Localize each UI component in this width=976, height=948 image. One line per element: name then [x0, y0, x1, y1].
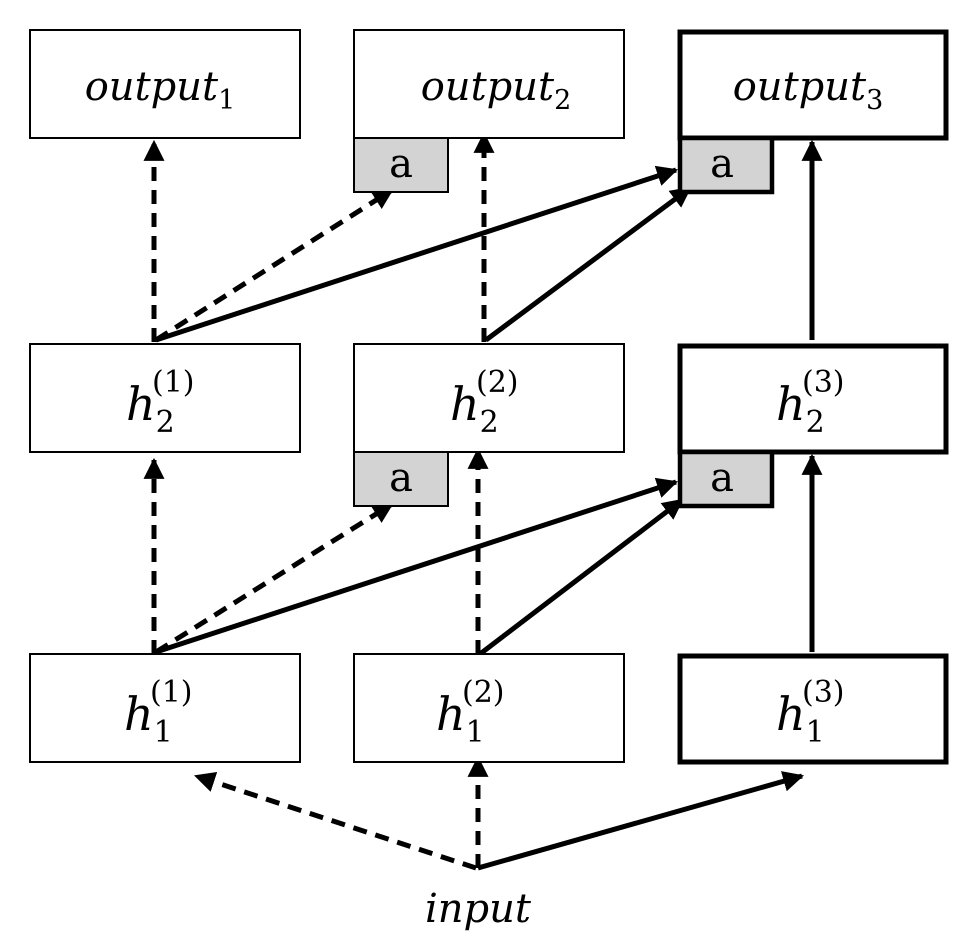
node-h1-3-sup: (3): [802, 675, 845, 710]
node-h2-3-sub: 2: [806, 405, 825, 440]
edge-h1-1-to-adapter-mid-col3: [155, 477, 678, 655]
svg-text:h2(2): h2 (2): [450, 365, 519, 440]
edge-h2-1-to-adapter-top-col2: [154, 187, 394, 343]
adapter-mid-col2: a: [353, 451, 449, 507]
node-output-2: output2: [353, 29, 625, 139]
svg-text:h2(1): h2 (1): [126, 365, 195, 440]
svg-text:output3: output3: [733, 64, 884, 116]
adapter-top-col3: a: [677, 135, 775, 195]
node-output-1-base: output: [85, 64, 219, 110]
node-output-1: output1: [29, 29, 301, 139]
edge-h2-2-to-adapter-top-col3: [484, 185, 692, 343]
node-h2-2-sup: (2): [476, 365, 519, 400]
edge-input-to-h1-3: [477, 771, 805, 871]
adapter-mid-col2-label: a: [389, 455, 413, 501]
node-h2-3-base: h: [776, 377, 806, 431]
node-h1-2: h1 (2): [353, 653, 625, 763]
node-h1-3: h1 (3): [677, 653, 949, 765]
node-output-3-base: output: [733, 64, 867, 110]
edge-h2-1-to-adapter-top-col3: [155, 165, 678, 343]
edge-h1-2-to-adapter-mid-col3: [478, 498, 684, 656]
node-h1-2-sub: 1: [466, 715, 485, 750]
node-h1-3-sub: 1: [806, 715, 825, 750]
edge-h1-1-to-adapter-mid-col2: [154, 501, 394, 655]
node-h2-2-sub: 2: [480, 405, 499, 440]
node-h2-1: h2 (1): [29, 343, 301, 453]
svg-text:h2(3): h2 (3): [776, 365, 845, 440]
svg-text:output2: output2: [421, 64, 572, 116]
node-h2-1-sub: 2: [156, 405, 175, 440]
node-output-3-sub: 3: [866, 85, 883, 116]
node-h2-2: h2 (2): [353, 343, 625, 453]
node-output-2-base: output: [421, 64, 555, 110]
node-h1-2-sup: (2): [462, 675, 505, 710]
svg-text:h1(3): h1 (3): [776, 675, 845, 750]
node-h2-3: h2 (3): [677, 343, 949, 455]
node-h2-1-base: h: [126, 377, 156, 431]
adapter-mid-col3: a: [677, 449, 775, 509]
node-h1-1-base: h: [124, 687, 154, 741]
svg-text:output1: output1: [85, 64, 236, 116]
node-output-2-sub: 2: [554, 85, 571, 116]
node-h2-3-sup: (3): [802, 365, 845, 400]
svg-text:h1(1): h1 (1): [124, 675, 193, 750]
adapter-top-col3-label: a: [710, 141, 734, 187]
node-h1-1: h1 (1): [29, 653, 301, 763]
node-output-1-sub: 1: [218, 85, 235, 116]
adapter-mid-col3-label: a: [710, 455, 734, 501]
node-output-3: output3: [677, 29, 949, 141]
node-h2-2-base: h: [450, 377, 480, 431]
adapter-top-col2: a: [353, 137, 449, 193]
node-h2-1-sup: (1): [152, 365, 195, 400]
node-h1-1-sup: (1): [150, 675, 193, 710]
node-h1-3-base: h: [776, 687, 806, 741]
adapter-top-col2-label: a: [389, 141, 413, 187]
input-label: input: [425, 886, 532, 932]
node-h1-2-base: h: [436, 687, 466, 741]
svg-text:h1(2): h1 (2): [436, 675, 505, 750]
node-h1-1-sub: 1: [154, 715, 173, 750]
edge-input-to-h1-1: [194, 771, 477, 871]
